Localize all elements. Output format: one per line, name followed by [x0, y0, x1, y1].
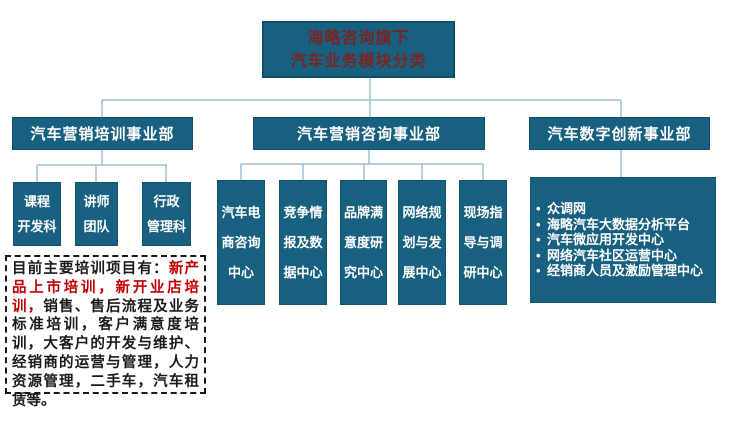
list-item: • 汽车微应用开发中心 — [536, 232, 664, 248]
list-item-label: 海略汽车大数据分析平台 — [547, 216, 691, 232]
branch-label: 汽车数字创新事业部 — [547, 126, 692, 143]
node-label-line: 中心 — [227, 264, 254, 280]
node-competitive-intel-center: 竞争情 报及数 据中心 — [279, 180, 327, 305]
node-label-line: 汽车电 — [221, 204, 261, 220]
node-label-line: 开发科 — [17, 219, 57, 234]
node-course-development: 课程 开发科 — [13, 182, 61, 246]
list-item-label: 经销商人员及激励管理中心 — [547, 263, 704, 279]
node-lecturer-team: 讲师 团队 — [75, 182, 118, 246]
branch-consulting-dept: 汽车营销咨询事业部 — [253, 117, 485, 150]
note-prefix: 目前主要培训项目有： — [12, 261, 169, 277]
node-auto-ecommerce-center: 汽车电 商咨询 中心 — [217, 180, 265, 305]
branch-label: 汽车营销咨询事业部 — [296, 126, 441, 143]
node-label-line: 导与调 — [463, 234, 503, 250]
node-digital-innovation-list: • 众调网 • 海略汽车大数据分析平台 • 汽车微应用开发中心 • 网络汽车社区运营中心… — [530, 177, 716, 303]
node-label-line: 究中心 — [343, 264, 383, 280]
node-label-line: 意度研 — [343, 234, 383, 250]
root-title-line1: 海略咨询旗下 — [307, 29, 410, 47]
node-label-line: 展中心 — [402, 264, 442, 280]
list-item-label: 汽车微应用开发中心 — [547, 232, 665, 248]
bullet-icon: • — [536, 232, 541, 248]
branch-label: 汽车营销培训事业部 — [30, 126, 175, 143]
list-item: • 海略汽车大数据分析平台 — [536, 217, 690, 233]
node-label-line: 行政 — [153, 194, 180, 209]
node-label-line: 课程 — [23, 194, 50, 209]
root-title-line2: 汽车业务模块分类 — [290, 52, 427, 70]
node-admin-management: 行政 管理科 — [142, 182, 191, 246]
bullet-icon: • — [536, 216, 541, 232]
list-item: • 网络汽车社区运营中心 — [536, 248, 677, 264]
node-label-line: 讲师 — [83, 194, 110, 209]
list-item: • 众调网 — [536, 201, 586, 217]
training-projects-note: 目前主要培训项目有：新产品上市培训，新开业店培训，销售、售后流程及业务标准培训，… — [5, 255, 206, 409]
bullet-icon: • — [536, 263, 541, 279]
list-item: • 经销商人员及激励管理中心 — [536, 263, 703, 279]
node-label-line: 据中心 — [283, 264, 323, 280]
list-item-label: 众调网 — [547, 201, 587, 217]
node-label-line: 团队 — [83, 219, 110, 234]
branch-digital-dept: 汽车数字创新事业部 — [529, 117, 710, 150]
node-label-line: 报及数 — [283, 234, 323, 250]
node-brand-satisfaction-center: 品牌满 意度研 究中心 — [340, 180, 387, 305]
node-label-line: 管理科 — [146, 219, 186, 234]
node-label-line: 网络规 — [402, 204, 442, 220]
node-label-line: 商咨询 — [221, 234, 261, 250]
node-label-line: 研中心 — [463, 264, 503, 280]
node-field-guidance-center: 现场指 导与调 研中心 — [459, 180, 507, 305]
note-rest: 销售、售后流程及业务标准培训，客户满意度培训，大客户的开发与维护、经销商的运营与… — [12, 298, 200, 409]
node-label-line: 现场指 — [463, 204, 503, 220]
root-node: 海略咨询旗下 汽车业务模块分类 — [262, 21, 455, 78]
node-label-line: 划与发 — [402, 234, 442, 250]
list-item-label: 网络汽车社区运营中心 — [547, 247, 678, 263]
node-label-line: 品牌满 — [343, 204, 383, 220]
bullet-icon: • — [536, 201, 541, 217]
node-network-planning-center: 网络规 划与发 展中心 — [398, 180, 446, 305]
note-highlight: 新产品上市培训，新开业店培训， — [12, 261, 200, 315]
branch-training-dept: 汽车营销培训事业部 — [12, 117, 193, 150]
bullet-icon: • — [536, 247, 541, 263]
node-label-line: 竞争情 — [283, 204, 323, 220]
